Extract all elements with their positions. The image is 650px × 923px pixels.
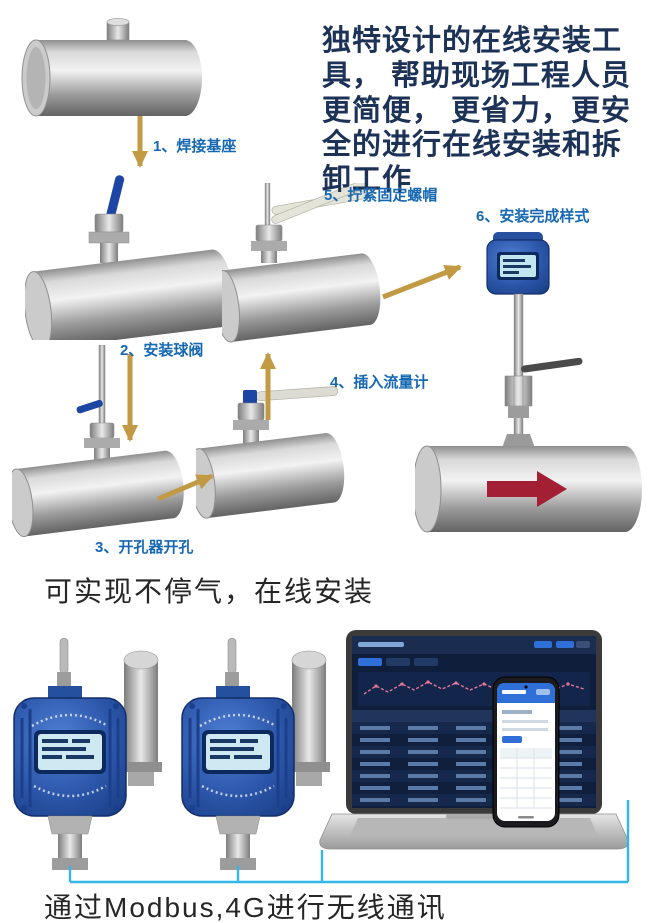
step-3-label: 3、开孔器开孔 xyxy=(95,539,194,556)
transmitter-body xyxy=(181,686,295,817)
sensor-cylinder xyxy=(288,650,330,786)
step-6-label: 6、安装完成样式 xyxy=(476,208,590,225)
gas-transmitter-1 xyxy=(8,636,176,876)
arrow-step5-to-step6-icon xyxy=(382,264,462,300)
process-connection xyxy=(47,815,93,870)
laptop-base xyxy=(319,813,629,850)
pipe xyxy=(222,253,381,343)
pipe xyxy=(196,433,345,519)
communication-caption: 通过Modbus,4G进行无线通讯 xyxy=(44,892,447,923)
network-lines xyxy=(0,620,650,920)
step-4-illustration xyxy=(196,382,346,544)
laptop-screen xyxy=(346,630,602,814)
tightening-tool xyxy=(264,183,373,228)
union-nut xyxy=(504,375,533,418)
step-1-label: 1、焊接基座 xyxy=(153,138,237,155)
step-2-illustration xyxy=(25,172,240,340)
sensor-cylinder xyxy=(120,650,162,786)
phone-app-screen xyxy=(497,683,555,819)
step-arrows xyxy=(122,116,462,502)
gas-transmitter-2 xyxy=(176,636,344,876)
weld-base xyxy=(502,434,535,448)
hole-opener-tool xyxy=(76,345,120,462)
step-1-illustration xyxy=(18,16,213,128)
pipe xyxy=(12,450,184,538)
smartphone xyxy=(492,676,560,828)
flow-meter-transmitter xyxy=(486,232,550,295)
intro-text: 独特设计的在线安装工具， 帮助现场工程人员更简便， 更省力，更安全的进行在线安装… xyxy=(322,25,632,197)
valve-handle xyxy=(521,357,583,373)
pipe xyxy=(25,249,234,340)
online-install-caption: 可实现不停气，在线安装 xyxy=(44,576,375,607)
step-3-illustration xyxy=(12,345,187,550)
step-5-illustration xyxy=(222,183,390,345)
step-5-label: 5、拧紧固定螺帽 xyxy=(324,187,438,204)
laptop xyxy=(318,630,630,858)
transmitter-body xyxy=(13,686,127,817)
process-connection xyxy=(215,815,261,870)
flow-direction-arrow-icon xyxy=(487,471,567,507)
step-4-label: 4、插入流量计 xyxy=(330,374,429,391)
ball-valve xyxy=(233,402,269,444)
valve-lever xyxy=(243,386,339,406)
antenna-icon xyxy=(57,637,71,688)
ball-valve xyxy=(88,175,130,263)
step-6-illustration xyxy=(415,228,647,558)
pipe xyxy=(21,39,202,117)
connection-line xyxy=(68,800,630,884)
arrow-step3-to-step4-icon xyxy=(157,473,214,502)
antenna-icon xyxy=(225,637,239,688)
ball-valve xyxy=(251,224,287,263)
weld-base-fitting xyxy=(106,18,130,41)
step-2-label: 2、安装球阀 xyxy=(120,342,204,359)
